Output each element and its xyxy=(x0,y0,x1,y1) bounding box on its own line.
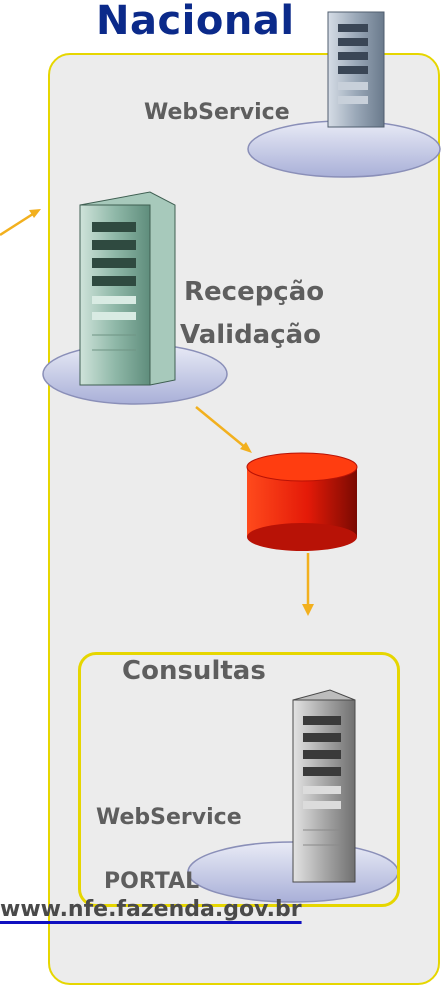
reception-label: Recepção xyxy=(184,277,325,307)
validation-label: Validação xyxy=(180,320,322,350)
top-server-icon xyxy=(327,11,385,128)
reception-server-icon xyxy=(79,191,176,386)
diagram-title: Nacional xyxy=(96,0,295,44)
consultas-server-icon xyxy=(292,689,356,883)
portal-url-link[interactable]: www.nfe.fazenda.gov.br xyxy=(0,897,302,922)
database-icon xyxy=(246,452,358,551)
consultas-container xyxy=(78,652,400,907)
consultas-label: Consultas xyxy=(122,656,266,686)
arrow-to-database xyxy=(195,406,252,453)
incoming-arrow xyxy=(0,209,41,237)
consultas-service-label: WebService xyxy=(96,805,242,830)
top-service-label: WebService xyxy=(144,100,290,125)
arrow-to-consultas xyxy=(302,553,314,616)
top-service-disc xyxy=(247,120,441,178)
portal-label: PORTAL xyxy=(104,869,200,894)
